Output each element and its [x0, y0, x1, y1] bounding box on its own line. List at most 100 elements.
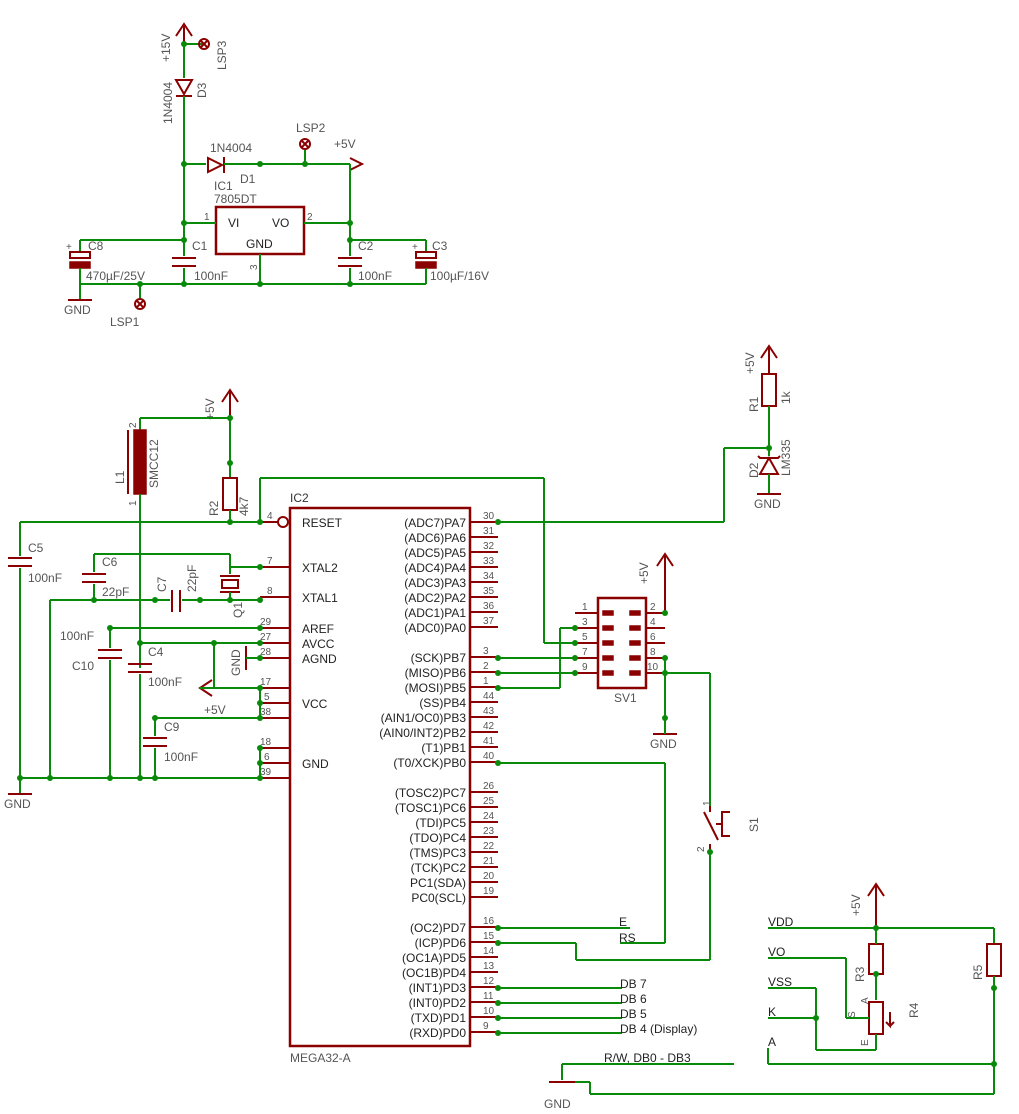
ic2-pin-num-29: 29	[260, 617, 272, 628]
ic2-pin-label: (SCK)PB7	[411, 651, 467, 665]
plus5v-label-mcu: +5V	[203, 398, 217, 420]
lsp3-label: LSP3	[215, 40, 229, 70]
ic2-label: IC2	[290, 491, 309, 505]
d2-zener-diode	[757, 455, 781, 475]
ic2-pin-label: (ADC4)PA4	[404, 561, 466, 575]
ic2-pin-number: 14	[483, 946, 495, 957]
r2-resistor	[222, 477, 238, 511]
r3-label: R3	[853, 966, 867, 982]
mcu-section: IC2 MEGA32-A 4 RESET 7 XTAL2 8 XTAL1 29 …	[4, 344, 995, 1111]
display-db4-label: DB 4 (Display)	[620, 1022, 697, 1036]
display-rw-label: R/W, DB0 - DB3	[604, 1051, 691, 1065]
gnd-label-supply: GND	[64, 303, 91, 317]
ic2-pin-label-avcc: AVCC	[302, 637, 335, 651]
sv1-pin-7: 7	[582, 647, 588, 658]
ic2-pin-number: 13	[483, 961, 495, 972]
ic2-pin-num-28: 28	[260, 647, 272, 658]
ic2-pin-label: PC1(SDA)	[410, 876, 466, 890]
plus15v-label: +15V	[159, 34, 173, 62]
ic2-pin-number: 41	[483, 736, 495, 747]
s1-pin2: 2	[696, 846, 707, 852]
display-a-label: A	[768, 1035, 776, 1049]
ic2-pin-num-8: 8	[267, 586, 273, 597]
plus5v-label-r1: +5V	[743, 352, 757, 374]
c3-electrolytic-capacitor: +	[412, 240, 437, 284]
sv1-pin-4: 4	[650, 617, 656, 628]
ic2-pin-number: 34	[483, 571, 495, 582]
ic2-pin-number: 9	[483, 1021, 489, 1032]
l1-pin2: 2	[128, 422, 139, 428]
plus5v-label-vcc: +5V	[204, 703, 226, 717]
ic2-pin-label-xtal2: XTAL2	[302, 561, 338, 575]
display-section: +5V VDD R3 R4 A E S VO VSS K A	[767, 882, 1002, 1067]
ic2-pin-number: 15	[483, 931, 495, 942]
ic2-pin-number: 33	[483, 556, 495, 567]
c8-label: C8	[88, 239, 104, 253]
display-vss-label: VSS	[768, 975, 792, 989]
ic2-pin-number: 22	[483, 841, 495, 852]
sv1-pin-1: 1	[582, 602, 588, 613]
lsp1-label: LSP1	[110, 315, 140, 329]
ic2-pin-num-7: 7	[267, 556, 273, 567]
lsp1-solder-pad	[134, 298, 146, 310]
c8-value: 470µF/25V	[86, 269, 145, 283]
ic2-pin-label: (ADC1)PA1	[404, 606, 466, 620]
c5-capacitor	[8, 557, 32, 567]
ic2-pin-number: 42	[483, 721, 495, 732]
c8-electrolytic-capacitor: +	[66, 240, 91, 300]
r1-value: 1k	[779, 390, 793, 404]
display-vo-label: VO	[768, 945, 785, 959]
plus5v-supply-symbol-r3	[867, 882, 885, 928]
r2-label: R2	[207, 500, 221, 516]
r4-potentiometer	[868, 1001, 895, 1035]
l1-inductor	[127, 429, 147, 495]
ic2-pin-number: 3	[483, 646, 489, 657]
ic2-pin-label: (TOSC2)PC7	[395, 786, 466, 800]
d1-diode	[207, 156, 225, 174]
ic2-pin-label: (MISO)PB6	[405, 666, 467, 680]
r4-label: R4	[907, 1002, 921, 1018]
ic2-pin-number: 32	[483, 541, 495, 552]
ic1-pin3: 3	[249, 264, 260, 270]
d1-label: D1	[240, 172, 256, 186]
ic2-pin-number: 23	[483, 826, 495, 837]
ic2-right-pins: 30(ADC7)PA731(ADC6)PA632(ADC5)PA533(ADC4…	[379, 511, 498, 1040]
c7-label: C7	[155, 576, 169, 592]
ic1-label: IC1	[214, 179, 233, 193]
display-rs-label: RS	[619, 931, 636, 945]
plus5v-label-r3: +5V	[849, 894, 863, 916]
q1-label: Q1	[231, 602, 245, 618]
c4-value: 100nF	[148, 675, 182, 689]
c6-label: C6	[102, 555, 118, 569]
r4-a-label: A	[860, 997, 871, 1004]
ic2-pin-number: 40	[483, 751, 495, 762]
ic2-pin-label: (TMS)PC3	[409, 846, 466, 860]
ic2-pin-label-reset: RESET	[302, 516, 343, 530]
ic2-pin-number: 31	[483, 526, 495, 537]
ic2-pin-label: (T0/XCK)PB0	[393, 756, 466, 770]
ic2-pin-label: (ADC6)PA6	[404, 531, 466, 545]
c10-capacitor	[98, 649, 122, 659]
ic2-pin-label: (ICP)PD6	[415, 936, 467, 950]
l1-label: L1	[113, 470, 127, 484]
ic2-pin-label-agnd: AGND	[302, 652, 337, 666]
ic2-pin-number: 2	[483, 661, 489, 672]
sv1-pin-2: 2	[650, 602, 656, 613]
display-k-label: K	[768, 1005, 776, 1019]
power-supply-section: +15V LSP3 D3 1N4004 1N4004 D1	[64, 22, 489, 329]
ic2-pin-number: 37	[483, 616, 495, 627]
c2-label: C2	[358, 239, 374, 253]
ic2-pin-num-5: 5	[264, 692, 270, 703]
svg-text:+: +	[66, 242, 72, 253]
display-vdd-label: VDD	[768, 915, 794, 929]
sv1-pin-10: 10	[647, 662, 659, 673]
ic2-pin-label-xtal1: XTAL1	[302, 591, 338, 605]
r4-s-label: S	[847, 1011, 858, 1018]
sv1-pin-3: 3	[582, 617, 588, 628]
ic1-pin2: 2	[307, 212, 313, 223]
c1-capacitor	[172, 240, 196, 284]
ic2-pin-num-18: 18	[260, 737, 272, 748]
q1-crystal	[220, 575, 240, 593]
c3-label: C3	[432, 239, 448, 253]
c4-label: C4	[148, 645, 164, 659]
